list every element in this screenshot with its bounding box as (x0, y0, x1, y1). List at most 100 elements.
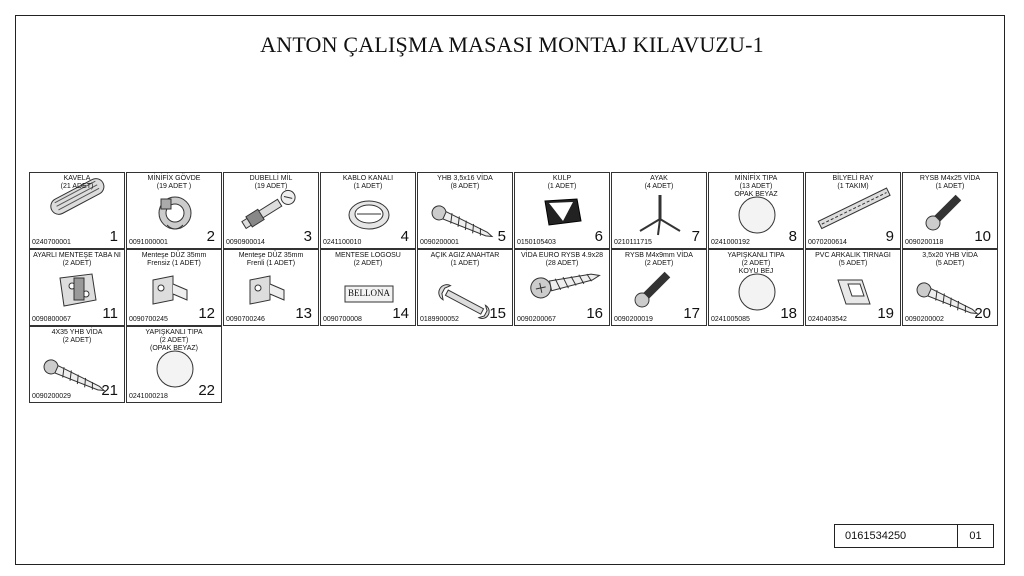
ball-rail-icon (817, 187, 891, 230)
cap-icon (738, 196, 776, 234)
part-cell: KABLO KANALI (1 ADET) 0241100010 4 (320, 172, 416, 249)
part-number: 7 (691, 228, 700, 245)
part-number: 2 (206, 228, 215, 245)
part-number: 3 (303, 228, 312, 245)
part-cell: 4X35 YHB VİDA (2 ADET) 0090200029 21 (29, 326, 125, 403)
part-code: 0090700246 (226, 316, 265, 323)
part-code: 0090700008 (323, 316, 362, 323)
part-name: VİDA EURO RYSB 4.9x28 (28 ADET) (521, 252, 603, 267)
part-number: 12 (198, 305, 215, 322)
part-number: 16 (586, 305, 603, 322)
part-number: 21 (101, 382, 118, 399)
part-code: 0090200067 (517, 316, 556, 323)
screw-icon (43, 359, 106, 392)
part-code: 0241100010 (323, 239, 362, 246)
part-code: 0090900014 (226, 239, 265, 246)
part-code: 0090200001 (420, 239, 459, 246)
part-cell: MİNİFİX GÖVDE (19 ADET ) 0091000001 2 (126, 172, 222, 249)
screw-icon (431, 205, 494, 238)
part-name: AÇIK AGIZ ANAHTAR (1 ADET) (430, 252, 500, 267)
part-code: 0090800067 (32, 316, 71, 323)
page-number: 01 (969, 530, 982, 542)
part-cell: YAPIŞKANLI TIPA (2 ADET) KOYU BEJ 0241005… (708, 249, 804, 326)
part-number: 10 (974, 228, 991, 245)
part-cell: RYSB M4x25 VİDA (1 ADET) 0090200118 10 (902, 172, 998, 249)
clip-icon (837, 279, 871, 305)
part-name: Menteşe DÜZ 35mm Frenli (1 ADET) (238, 252, 304, 267)
logo-label-icon (344, 285, 394, 303)
part-code: 0241000218 (129, 393, 168, 400)
part-number: 6 (594, 228, 603, 245)
page-title: ANTON ÇALIŞMA MASASI MONTAJ KILAVUZU-1 (260, 32, 764, 57)
part-number: 1 (109, 228, 118, 245)
part-name: KAVELA (21 ADET) (60, 175, 94, 190)
part-cell: AYAK (4 ADET) 0210111715 7 (611, 172, 707, 249)
doc-number: 0161534250 (835, 525, 958, 547)
part-name: DUBELLİ MİL (19 ADET) (249, 175, 293, 190)
bolt-icon (925, 194, 962, 231)
part-code: 0070200614 (808, 239, 847, 246)
part-number: 4 (400, 228, 409, 245)
part-code: 0090700245 (129, 316, 168, 323)
part-name: AYARLI MENTEŞE TABA NI (2 ADET) (33, 252, 121, 267)
part-code: 0240403542 (808, 316, 847, 323)
part-number: 14 (392, 305, 409, 322)
part-cell: AYARLI MENTEŞE TABA NI (2 ADET) 009080006… (29, 249, 125, 326)
part-code: 0210111715 (614, 239, 652, 246)
part-cell: YAPIŞKANLI TIPA (2 ADET) (OPAK BEYAZ) 024… (126, 326, 222, 403)
part-number: 20 (974, 305, 991, 322)
part-number: 9 (885, 228, 894, 245)
part-code: 0090200118 (905, 239, 944, 246)
euro-screw-icon (530, 273, 601, 299)
part-name: RYSB M4x25 VİDA (1 ADET) (919, 175, 981, 190)
part-name: AYAK (4 ADET) (644, 175, 674, 190)
part-number: 5 (497, 228, 506, 245)
part-name: KULP (1 ADET) (547, 175, 577, 190)
handle-icon (544, 198, 582, 226)
part-name: YAPIŞKANLI TIPA (2 ADET) KOYU BEJ (727, 252, 785, 275)
part-name: YHB 3,5x16 VİDA (8 ADET) (437, 175, 493, 190)
part-number: 17 (683, 305, 700, 322)
part-cell: Menteşe DÜZ 35mm Frenli (1 ADET) 00907002… (223, 249, 319, 326)
part-code: 0241005085 (711, 316, 750, 323)
part-name: KABLO KANALI (1 ADET) (342, 175, 394, 190)
cable-grommet-icon (348, 200, 390, 230)
hinge-plate-icon (59, 273, 97, 307)
part-name: 4X35 YHB VİDA (2 ADET) (51, 329, 103, 344)
screw-icon (916, 282, 979, 315)
part-name: Menteşe DÜZ 35mm Frensiz (1 ADET) (141, 252, 207, 267)
minifix-body-icon (158, 196, 192, 230)
part-number: 15 (489, 305, 506, 322)
part-code: 0091000001 (129, 239, 168, 246)
part-code: 0090200002 (905, 316, 944, 323)
part-name: BİLYELİ RAY (1 TAKIM) (832, 175, 874, 190)
page-frame (15, 15, 1005, 565)
part-name: MİNİFİX GÖVDE (19 ADET ) (147, 175, 201, 190)
part-number: 8 (788, 228, 797, 245)
part-name: YAPIŞKANLI TIPA (2 ADET) (OPAK BEYAZ) (145, 329, 203, 352)
hinge-icon (249, 275, 285, 305)
hinge-icon (152, 275, 188, 305)
part-number: 19 (877, 305, 894, 322)
part-code: 0090200029 (32, 393, 71, 400)
part-number: 13 (295, 305, 312, 322)
dowel-icon (50, 178, 105, 215)
dowel-pin-icon (241, 189, 296, 230)
part-name: RYSB M4x9mm VİDA (2 ADET) (625, 252, 693, 267)
part-number: 18 (780, 305, 797, 322)
part-number: 11 (102, 305, 118, 322)
part-name: MİNİFİX TIPA (13 ADET) OPAK BEYAZ (734, 175, 778, 198)
foot-icon (639, 195, 681, 236)
logo-label-text: BELLONA (348, 288, 390, 298)
part-code: 0241000192 (711, 239, 750, 246)
doc-number-box: 0161534250 01 (834, 524, 994, 548)
part-cell: Menteşe DÜZ 35mm Frensiz (1 ADET) 0090700… (126, 249, 222, 326)
cap-icon (156, 350, 194, 388)
